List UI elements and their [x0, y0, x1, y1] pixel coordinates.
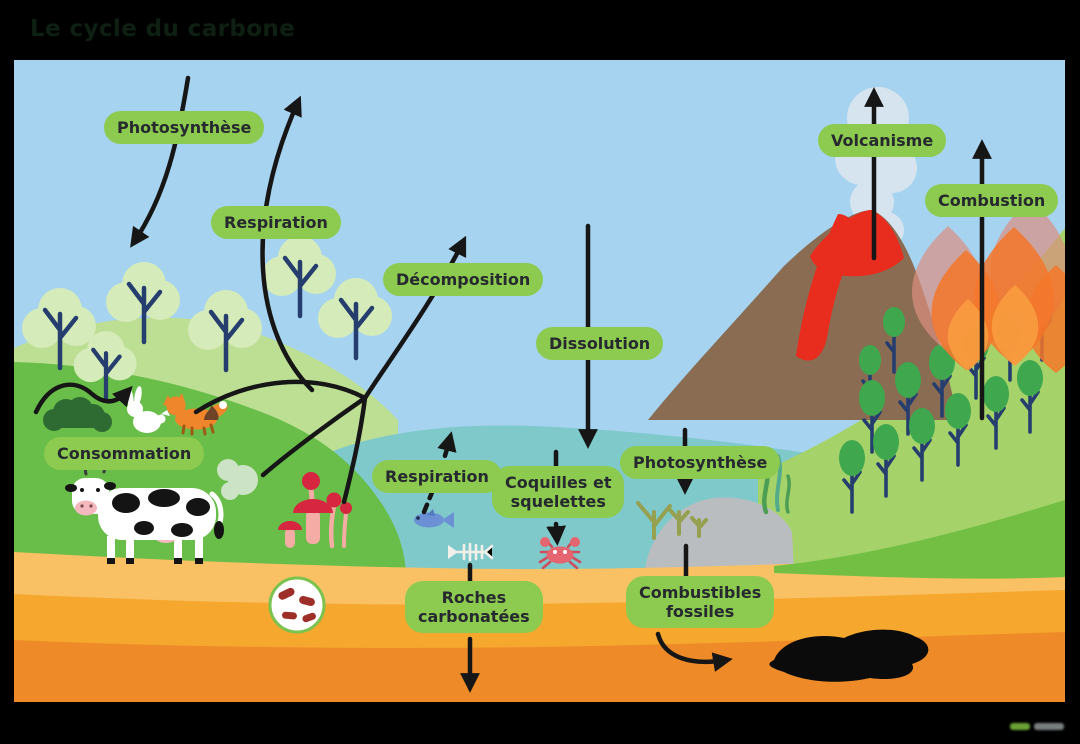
- line-dejections-decomposition: [193, 379, 368, 415]
- fish-skeleton: [448, 542, 494, 562]
- arrow-coquilles-bas: [546, 521, 567, 546]
- label-respiration-eau: Respiration: [372, 460, 502, 494]
- label-respiration-air: Respiration: [211, 206, 341, 240]
- cow: [65, 462, 224, 564]
- label-photosynthese-air: Photosynthèse: [104, 111, 265, 145]
- line-decomposition-champignons: [341, 395, 368, 505]
- label-combustibles-fossiles: Combustibles fossiles: [626, 576, 775, 629]
- methane-cloud: [217, 459, 258, 500]
- corals: [636, 501, 708, 540]
- fish: [414, 509, 454, 528]
- page-title: Le cycle du carbone: [30, 16, 296, 42]
- label-photosynthese-eau: Photosynthèse: [620, 446, 781, 480]
- label-combustion: Combustion: [925, 184, 1059, 218]
- droppings: [204, 405, 219, 420]
- label-consommation: Consommation: [44, 437, 205, 471]
- tree-left: [22, 288, 96, 371]
- label-dissolution: Dissolution: [536, 327, 664, 361]
- oil-deposit: [769, 629, 929, 682]
- arrow-consommation: [33, 382, 133, 415]
- label-roches-carbonatees: Roches carbonatées: [405, 581, 543, 634]
- volcano: [648, 210, 958, 420]
- forest-left: [22, 236, 392, 402]
- carbon-cycle-diagram: Photosynthèse Respiration Décomposition …: [14, 60, 1065, 702]
- line-vache-decomposition: [260, 395, 368, 478]
- tree-left: [318, 278, 392, 361]
- arrow-decomposition: [362, 235, 467, 401]
- tree-left: [73, 331, 137, 402]
- tree-left: [106, 262, 180, 345]
- tree-left: [188, 290, 262, 373]
- hill-right-base-band: [774, 500, 1065, 579]
- microbes-circle: [268, 576, 326, 634]
- watermark-gray-mark: [1034, 723, 1064, 730]
- mushrooms: [278, 472, 352, 549]
- label-volcanisme: Volcanisme: [818, 124, 947, 158]
- label-coquilles-squelettes: Coquilles et squelettes: [492, 466, 625, 519]
- tree-left: [262, 236, 336, 319]
- arrow-respiration-air: [260, 95, 315, 393]
- arrow-combustibles-oil: [655, 631, 733, 672]
- watermark-logo: [1010, 723, 1064, 731]
- label-decomposition: Décomposition: [383, 263, 544, 297]
- bush: [43, 397, 112, 432]
- arrow-photosynthese-air: [130, 75, 191, 248]
- watermark-green-mark: [1010, 723, 1030, 730]
